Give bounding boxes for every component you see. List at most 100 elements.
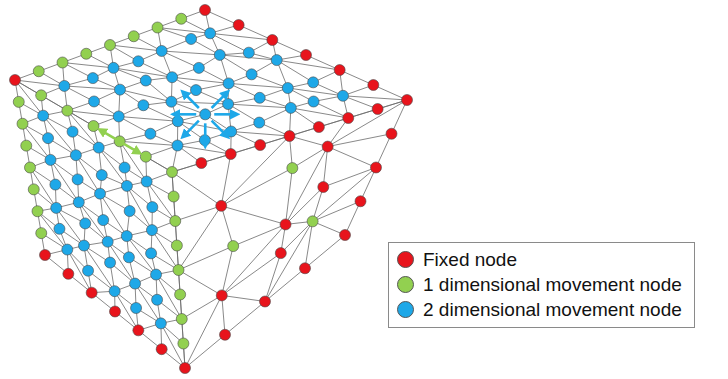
mesh-node	[205, 28, 216, 39]
mesh-edge	[179, 246, 234, 270]
mesh-node	[322, 141, 333, 152]
mesh-nodes	[10, 5, 413, 374]
mesh-node	[300, 263, 311, 274]
mesh-edge	[348, 100, 407, 118]
mesh-edge	[162, 51, 220, 55]
mesh-edge	[158, 28, 211, 34]
mesh-node	[98, 215, 109, 226]
mesh-edge	[323, 147, 327, 187]
mesh-edge	[252, 74, 288, 88]
mesh-edge	[265, 268, 305, 301]
mesh-node	[67, 126, 78, 137]
mesh-node	[45, 154, 56, 165]
mesh-node	[140, 151, 151, 162]
mesh-node	[172, 116, 183, 127]
mesh-node	[267, 35, 278, 46]
mesh-node	[176, 13, 187, 24]
mesh-edge	[221, 168, 292, 206]
mesh-node	[10, 75, 21, 86]
mesh-node	[102, 236, 113, 247]
mesh-node	[13, 96, 24, 107]
mesh-node	[33, 66, 44, 77]
mesh-edge	[221, 206, 233, 246]
mesh-edge	[290, 118, 349, 136]
mesh-node	[343, 113, 354, 124]
mesh-node	[186, 33, 197, 44]
mesh-node	[173, 265, 184, 276]
mesh-node	[145, 128, 156, 139]
legend-row: 1 dimensional movement node	[397, 272, 682, 297]
mesh-edge	[265, 253, 281, 301]
mesh-node	[172, 140, 183, 151]
mesh-node	[105, 257, 116, 268]
mesh-node	[170, 216, 181, 227]
mesh-node	[147, 202, 158, 213]
mesh-node	[88, 121, 99, 132]
legend-text: 2 dimensional movement node	[423, 299, 682, 321]
mesh-node	[78, 240, 89, 251]
mesh-edge	[222, 295, 225, 334]
mesh-node	[168, 191, 179, 202]
mesh-edge	[210, 33, 249, 52]
mesh-node	[57, 57, 68, 68]
mesh-node	[255, 140, 266, 151]
mesh-edge	[185, 295, 222, 368]
mesh-node	[402, 95, 413, 106]
mesh-node	[62, 105, 73, 116]
movement-arrow	[214, 113, 235, 116]
mesh-node	[87, 73, 98, 84]
mesh-node	[62, 244, 73, 255]
mesh-node	[190, 85, 201, 96]
mesh-node	[133, 325, 144, 336]
mesh-node	[105, 40, 116, 51]
mesh-node	[176, 314, 187, 325]
mesh-node	[214, 49, 225, 60]
mesh-node	[167, 72, 178, 83]
mesh-node	[140, 75, 151, 86]
mesh-edge	[221, 136, 289, 206]
mesh-edges	[15, 10, 407, 368]
mesh-node	[83, 265, 94, 276]
mesh-edge	[229, 83, 288, 88]
legend-swatch	[397, 251, 414, 268]
mesh-edge	[328, 134, 392, 147]
mesh-node	[123, 252, 134, 263]
mesh-node	[284, 131, 295, 142]
mesh-node	[200, 109, 211, 120]
mesh-node	[54, 223, 65, 234]
mesh-node	[121, 180, 132, 191]
legend-swatch	[397, 301, 414, 318]
mesh-edge	[175, 206, 221, 221]
mesh-edge	[185, 335, 225, 368]
mesh-node	[130, 278, 141, 289]
mesh-node	[308, 96, 319, 107]
mesh-node	[287, 163, 298, 174]
mesh-node	[32, 206, 43, 217]
mesh-node	[223, 78, 234, 89]
mesh-edge	[110, 45, 162, 51]
mesh-node	[43, 133, 54, 144]
mesh-edge	[277, 60, 340, 70]
mesh-node	[226, 126, 237, 137]
mesh-node	[271, 55, 282, 66]
mesh-node	[113, 111, 124, 122]
mesh-node	[193, 62, 204, 73]
mesh-node	[70, 150, 81, 161]
mesh-edge	[305, 221, 313, 268]
mesh-node	[131, 302, 142, 313]
mesh-node	[50, 179, 61, 190]
mesh-node	[156, 344, 167, 355]
movement-arrow	[184, 93, 199, 108]
legend-box: Fixed node1 dimensional movement node2 d…	[388, 242, 695, 328]
mesh-node	[80, 218, 91, 229]
mesh-edge	[225, 302, 265, 335]
mesh-node	[334, 65, 345, 76]
movement-arrow	[184, 121, 199, 136]
mesh-node	[282, 83, 293, 94]
mesh-node	[200, 5, 211, 16]
mesh-node	[216, 290, 227, 301]
mesh-node	[109, 286, 120, 297]
mesh-edge	[291, 108, 348, 118]
mesh-edge	[313, 201, 361, 221]
mesh-node	[86, 287, 97, 298]
